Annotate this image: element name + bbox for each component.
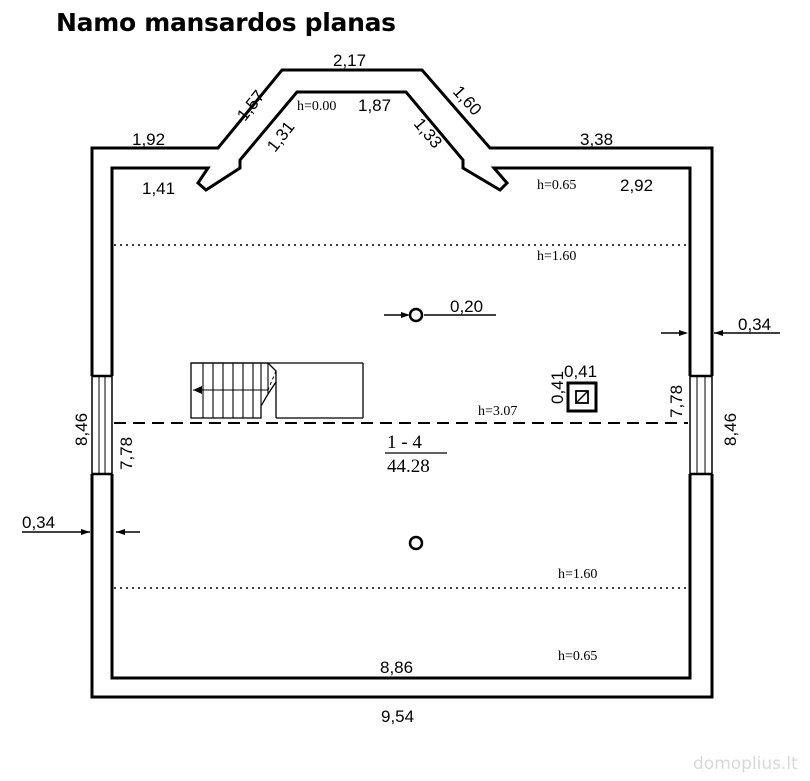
dim-chimney-width: 0,41 bbox=[564, 362, 597, 381]
dim-dormer-top-outer: 2,17 bbox=[333, 51, 366, 70]
dim-inner-width: 8,86 bbox=[380, 658, 413, 677]
left-window-gap bbox=[89, 376, 115, 474]
watermark: domoplius.lt bbox=[693, 754, 798, 774]
dim-inner-top-right: 2,92 bbox=[620, 176, 653, 195]
height-bottom-edge: h=0.65 bbox=[558, 649, 597, 664]
dim-right-outer-height: 8,46 bbox=[721, 413, 740, 446]
dim-top-right-wall: 3,38 bbox=[580, 130, 613, 149]
dim-dormer-right-inner: 1,33 bbox=[410, 114, 446, 152]
room-number: 1 - 4 bbox=[387, 432, 422, 453]
dim-left-outer-height: 8,46 bbox=[72, 413, 91, 446]
right-window-gap bbox=[687, 376, 715, 474]
height-bottom-line: h=1.60 bbox=[558, 567, 597, 582]
dim-left-inner-height: 7,78 bbox=[117, 437, 136, 470]
plan-title: Namo mansardos planas bbox=[56, 8, 396, 37]
dim-right-inner-height: 7,78 bbox=[667, 385, 686, 418]
room-area: 44.28 bbox=[387, 456, 430, 477]
chimney-inner bbox=[575, 390, 589, 404]
dim-dormer-left-inner: 1,31 bbox=[263, 118, 298, 156]
pillar-bottom bbox=[408, 535, 424, 551]
dim-right-wall-thickness: 0,34 bbox=[738, 315, 771, 334]
pillar-top bbox=[408, 307, 424, 323]
height-top-edge: h=0.65 bbox=[537, 178, 576, 193]
dim-dormer-right-outer: 1,60 bbox=[449, 82, 485, 119]
dim-dormer-top-inner: 1,87 bbox=[358, 96, 391, 115]
height-dormer: h=0.00 bbox=[297, 99, 336, 114]
left-window bbox=[91, 374, 113, 476]
dim-left-wall-thickness: 0,34 bbox=[22, 513, 55, 532]
right-window bbox=[689, 374, 713, 476]
dim-outer-width: 9,54 bbox=[381, 707, 414, 726]
inner-wall bbox=[110, 90, 692, 680]
dim-chimney-depth: 0,41 bbox=[548, 371, 567, 404]
dim-inner-top-left: 1,41 bbox=[142, 179, 175, 198]
height-top-line: h=1.60 bbox=[537, 249, 576, 264]
dim-pillar: 0,20 bbox=[450, 297, 483, 316]
staircase bbox=[190, 362, 364, 419]
height-ridge: h=3.07 bbox=[478, 404, 517, 419]
dim-top-left-wall: 1,92 bbox=[132, 130, 165, 149]
chimney-outer bbox=[566, 381, 598, 413]
outer-wall bbox=[90, 68, 714, 699]
